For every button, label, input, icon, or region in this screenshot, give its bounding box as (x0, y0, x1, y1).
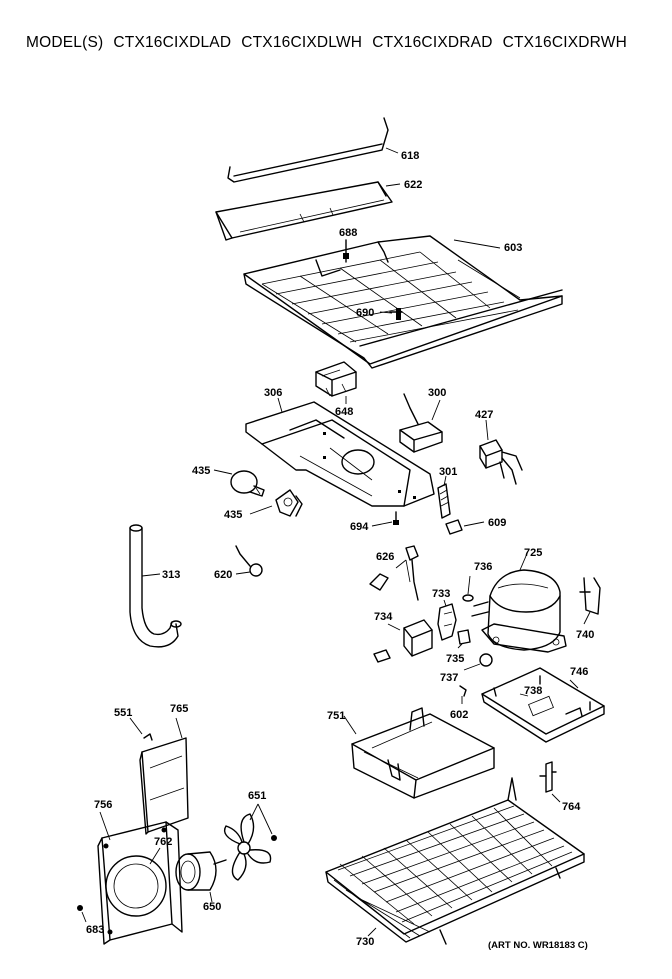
part-764-drawing (539, 761, 561, 803)
part-label-609: 609 (488, 517, 506, 529)
part-label-651: 651 (248, 790, 266, 802)
part-label-694: 694 (350, 521, 369, 533)
model-number: CTX16CIXDRAD (372, 34, 493, 51)
part-730-drawing (325, 777, 585, 945)
part-435a-drawing (213, 469, 265, 497)
part-651-drawing (223, 803, 277, 881)
part-737-drawing (463, 653, 493, 671)
part-label-650: 650 (203, 901, 221, 913)
part-label-756: 756 (94, 799, 112, 811)
part-740-drawing (579, 577, 601, 625)
part-620-drawing (235, 545, 263, 577)
part-label-688: 688 (339, 227, 357, 239)
part-650-drawing (175, 851, 227, 903)
part-label-733: 733 (432, 588, 450, 600)
part-618-drawing (227, 117, 399, 183)
part-label-751: 751 (327, 710, 345, 722)
part-622-drawing (215, 181, 401, 241)
part-694-drawing (371, 511, 399, 527)
part-label-730: 730 (356, 936, 374, 948)
part-label-301: 301 (439, 466, 457, 478)
part-688-drawing (343, 239, 349, 263)
part-label-737: 737 (440, 672, 458, 684)
part-label-435a: 435 (192, 465, 210, 477)
part-label-618: 618 (401, 150, 419, 162)
part-label-765: 765 (170, 703, 188, 715)
part-label-551: 551 (114, 707, 132, 719)
part-label-740: 740 (576, 629, 594, 641)
part-label-734: 734 (374, 611, 393, 623)
part-label-603: 603 (504, 242, 522, 254)
part-label-435b: 435 (224, 509, 242, 521)
part-736-drawing (462, 575, 474, 602)
part-label-648: 648 (335, 406, 353, 418)
part-626-drawing (369, 545, 419, 601)
part-609-drawing (445, 519, 485, 535)
part-765-drawing (139, 717, 189, 835)
part-label-690: 690 (356, 307, 374, 319)
model-number: CTX16CIXDRWH (502, 34, 628, 51)
part-label-736: 736 (474, 561, 492, 573)
part-603-drawing (243, 235, 563, 369)
part-751-drawing (343, 707, 495, 799)
part-label-762: 762 (154, 836, 172, 848)
part-label-725: 725 (524, 547, 542, 559)
part-734-drawing (373, 619, 433, 663)
model-number: CTX16CIXDLWH (241, 34, 363, 51)
art-number: (ART NO. WR18183 C) (488, 940, 588, 951)
part-648-drawing (315, 361, 357, 404)
part-738-drawing (519, 693, 529, 697)
part-label-427: 427 (475, 409, 493, 421)
part-683-drawing (77, 905, 87, 923)
part-labels: 618 622 688 603 690 306 648 300 427 435 … (86, 150, 594, 948)
part-602-drawing (459, 685, 467, 704)
model-number: CTX16CIXDLAD (113, 34, 232, 51)
part-756-drawing (97, 811, 183, 945)
part-301-drawing (437, 475, 451, 519)
part-435b-drawing (249, 489, 303, 517)
part-690-drawing (379, 308, 403, 320)
part-label-738: 738 (524, 685, 542, 697)
part-746-drawing (481, 667, 605, 743)
model-header: MODEL(S) CTX16CIXDLAD CTX16CIXDLWH CTX16CIX… (26, 34, 637, 52)
part-551-drawing (129, 717, 153, 741)
part-label-626: 626 (376, 551, 394, 563)
part-label-735: 735 (446, 653, 464, 665)
part-735-drawing (457, 629, 471, 649)
model-prefix: MODEL(S) (26, 34, 104, 51)
part-427-drawing (479, 419, 523, 485)
part-label-683: 683 (86, 924, 104, 936)
part-label-313: 313 (162, 569, 180, 581)
part-label-764: 764 (562, 801, 581, 813)
part-313-drawing (129, 524, 182, 648)
part-label-620: 620 (214, 569, 232, 581)
part-label-602: 602 (450, 709, 468, 721)
part-762-drawing (149, 847, 161, 865)
part-306-drawing (245, 397, 435, 507)
part-label-746: 746 (570, 666, 588, 678)
part-733-drawing (437, 599, 457, 641)
part-label-306: 306 (264, 387, 282, 399)
part-725-drawing (471, 555, 567, 653)
part-label-300: 300 (428, 387, 446, 399)
part-label-622: 622 (404, 179, 422, 191)
part-300-drawing (399, 393, 443, 453)
